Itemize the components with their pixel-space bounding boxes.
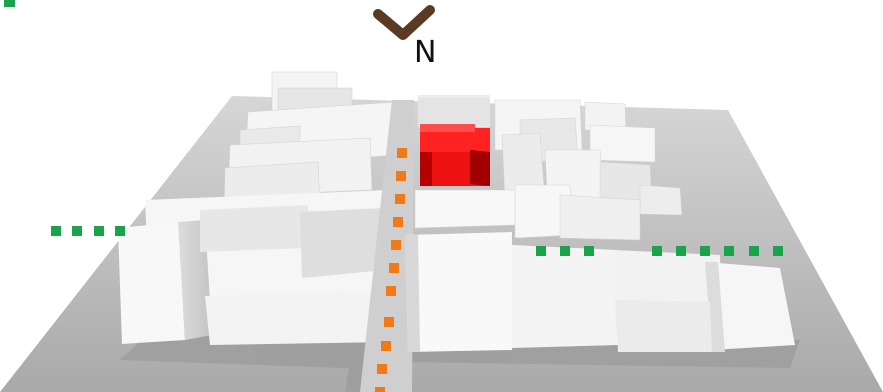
- left-building: [118, 190, 388, 345]
- far-left-blocks: [223, 71, 399, 211]
- green-edge-dot: [724, 246, 734, 256]
- right-cluster: [414, 99, 683, 241]
- route-dot: [377, 364, 387, 374]
- green-edge-dot: [94, 226, 104, 236]
- green-edge-dot: [72, 226, 82, 236]
- route-dot: [397, 148, 407, 158]
- center-block: [418, 95, 490, 127]
- green-edge-markers: [51, 226, 783, 256]
- route-dot: [386, 286, 396, 296]
- route-dot: [389, 263, 399, 273]
- green-edge-dot: [749, 246, 759, 256]
- green-edge-dot: [536, 246, 546, 256]
- green-edge-dot: [115, 226, 125, 236]
- green-edge-dot: [700, 246, 710, 256]
- route-dot: [381, 341, 391, 351]
- site-building: [420, 124, 490, 186]
- route-dot: [384, 317, 394, 327]
- route-dot: [391, 240, 401, 250]
- pedestrian-route: [375, 148, 407, 392]
- green-edge-dot: [676, 246, 686, 256]
- route-dot: [396, 171, 406, 181]
- corner-marker: [4, 0, 15, 7]
- green-edge-dot: [560, 246, 570, 256]
- north-chevron-icon: [373, 5, 435, 40]
- north-label: N: [414, 35, 437, 70]
- route-dot: [395, 194, 405, 204]
- route-dot: [375, 387, 385, 392]
- route-dot: [393, 217, 403, 227]
- green-edge-dot: [652, 246, 662, 256]
- lower-right-buildings: [405, 232, 795, 352]
- green-edge-dot: [51, 226, 61, 236]
- green-edge-dot: [584, 246, 594, 256]
- green-edge-dot: [773, 246, 783, 256]
